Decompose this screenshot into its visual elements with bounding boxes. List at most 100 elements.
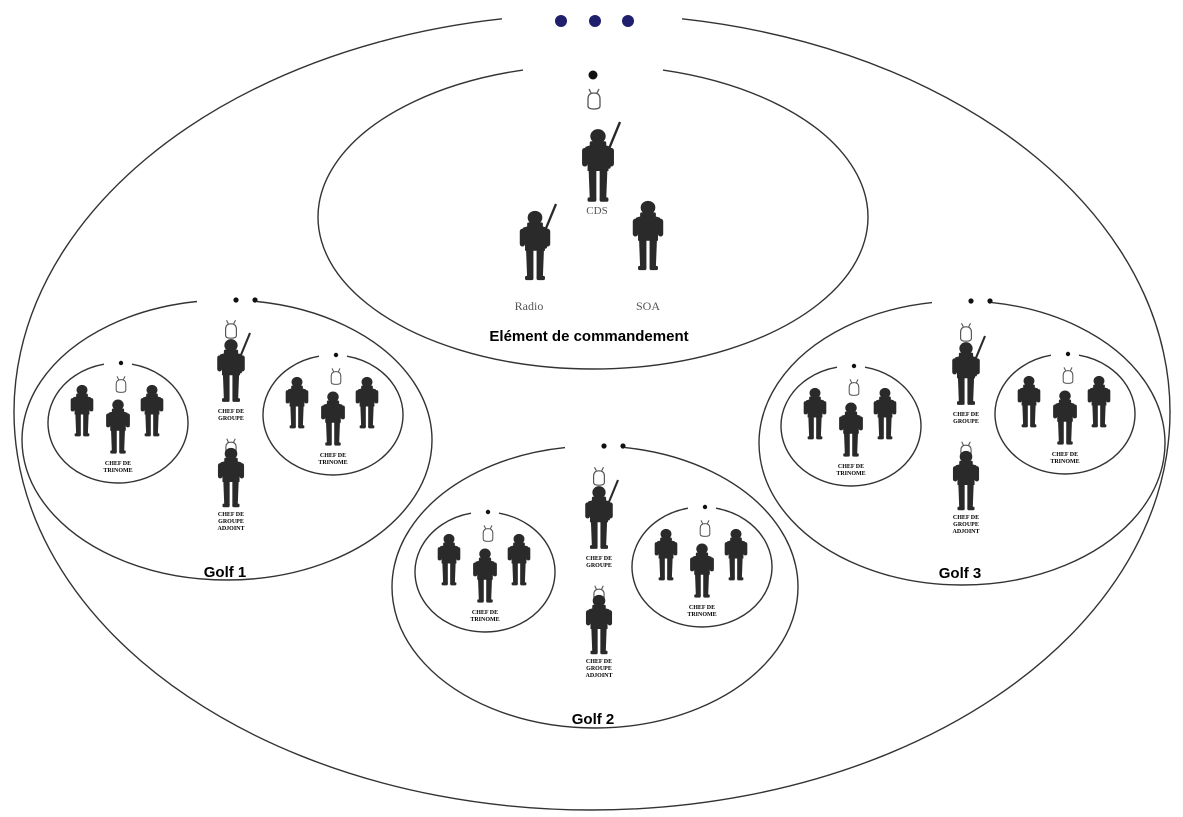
rank-dot-icon (622, 15, 634, 27)
radio-soldier-icon (520, 204, 556, 280)
chef-trinome-label-line: CHEF DE (105, 461, 131, 467)
trinome-ellipse-right-golf3 (994, 354, 1136, 475)
chef-groupe-label-golf3-line: CHEF DE (953, 412, 979, 418)
chef-trinome-soldier-icon (321, 391, 345, 446)
chef-adjoint-label-golf2-line: GROUPE (586, 666, 612, 672)
radio-handset-icon (225, 319, 237, 339)
chef-trinome-label-line: CHEF DE (838, 464, 864, 470)
chef-groupe-soldier-icon (586, 480, 618, 548)
rank-dot-icon (702, 504, 708, 510)
trinome-soldier-icon (355, 376, 379, 429)
group-name-golf1: Golf 1 (204, 564, 247, 581)
radio-handset-icon (330, 367, 342, 385)
chef-groupe-label-golf1-line: CHEF DE (218, 409, 244, 415)
trinome-soldier-icon (437, 533, 461, 586)
trinome-ellipse-right-golf2 (631, 507, 773, 628)
rank-dot-icon (968, 298, 974, 304)
chef-trinome-soldier-icon (1053, 390, 1077, 445)
rank-dot-icon (555, 15, 567, 27)
chef-trinome-label-line: TRINOME (318, 460, 347, 466)
command-title: Elément de commandement (489, 328, 688, 345)
chef-groupe-label-golf3-line: GROUPE (953, 419, 979, 425)
chef-adjoint-label-golf1-line: CHEF DE (218, 512, 244, 518)
radio-handset-icon (848, 378, 860, 396)
trinome-soldier-icon (654, 528, 678, 581)
chef-trinome-label-line: TRINOME (470, 617, 499, 623)
radio-handset-icon (587, 88, 601, 110)
rank-dot-icon (620, 443, 626, 449)
group-name-golf2: Golf 2 (572, 711, 615, 728)
chef-adjoint-soldier-icon (585, 594, 613, 655)
trinome-soldier-icon (285, 376, 309, 429)
rank-dot-icon (987, 298, 993, 304)
chef-trinome-label-line: CHEF DE (689, 605, 715, 611)
rank-dot-icon (1065, 351, 1071, 357)
rank-dot-icon (333, 352, 339, 358)
radio-label: Radio (515, 299, 544, 313)
chef-groupe-soldier-icon (953, 336, 985, 404)
trinome-soldier-icon (507, 533, 531, 586)
chef-trinome-label-line: TRINOME (1050, 459, 1079, 465)
chef-groupe-label-golf2-line: GROUPE (586, 563, 612, 569)
chef-trinome-label-line: TRINOME (687, 612, 716, 618)
chef-adjoint-label-golf1-line: ADJOINT (217, 526, 244, 532)
chef-trinome-label-line: TRINOME (103, 468, 132, 474)
rank-dot-icon (601, 443, 607, 449)
soa-soldier-icon (632, 200, 664, 271)
chef-trinome-label-line: CHEF DE (1052, 452, 1078, 458)
chef-trinome-soldier-icon (839, 402, 863, 457)
chef-trinome-soldier-icon (690, 543, 714, 598)
chef-adjoint-label-golf2-line: ADJOINT (585, 673, 612, 679)
command-ellipse (317, 69, 869, 370)
cds-label: CDS (586, 205, 607, 217)
radio-handset-icon (482, 524, 494, 542)
chef-groupe-soldier-icon (218, 333, 250, 401)
trinome-soldier-icon (724, 528, 748, 581)
chef-trinome-label-line: CHEF DE (472, 610, 498, 616)
group-ellipse-golf3 (758, 301, 1166, 586)
chef-trinome-label-line: CHEF DE (320, 453, 346, 459)
radio-handset-icon (593, 466, 605, 486)
group-ellipse-golf1 (21, 300, 433, 581)
chef-adjoint-label-golf1-line: GROUPE (218, 519, 244, 525)
cds-soldier-icon (583, 122, 620, 201)
rank-dot-icon (589, 15, 601, 27)
trinome-soldier-icon (1017, 375, 1041, 428)
trinome-ellipse-right-golf1 (262, 355, 404, 476)
rank-dot-icon (485, 509, 491, 515)
chef-adjoint-label-golf3-line: GROUPE (953, 522, 979, 528)
trinome-ellipse-left-golf2 (414, 512, 556, 633)
soa-label: SOA (636, 299, 660, 313)
trinome-soldier-icon (70, 384, 94, 437)
chef-adjoint-soldier-icon (217, 447, 245, 508)
radio-handset-icon (960, 322, 972, 342)
trinome-soldier-icon (803, 387, 827, 440)
chef-groupe-label-golf1-line: GROUPE (218, 416, 244, 422)
trinome-soldier-icon (140, 384, 164, 437)
rank-dot-icon (118, 360, 124, 366)
radio-handset-icon (115, 375, 127, 393)
rank-dot-icon (252, 297, 258, 303)
chef-trinome-soldier-icon (473, 548, 497, 603)
radio-handset-icon (1062, 366, 1074, 384)
chef-adjoint-label-golf2-line: CHEF DE (586, 659, 612, 665)
rank-dot-icon (233, 297, 239, 303)
chef-adjoint-label-golf3-line: ADJOINT (952, 529, 979, 535)
chef-adjoint-soldier-icon (952, 450, 980, 511)
group-name-golf3: Golf 3 (939, 565, 982, 582)
trinome-ellipse-left-golf3 (780, 366, 922, 487)
rank-dot-icon (588, 70, 598, 80)
group-ellipse-golf2 (391, 446, 799, 729)
chef-groupe-label-golf2-line: CHEF DE (586, 556, 612, 562)
